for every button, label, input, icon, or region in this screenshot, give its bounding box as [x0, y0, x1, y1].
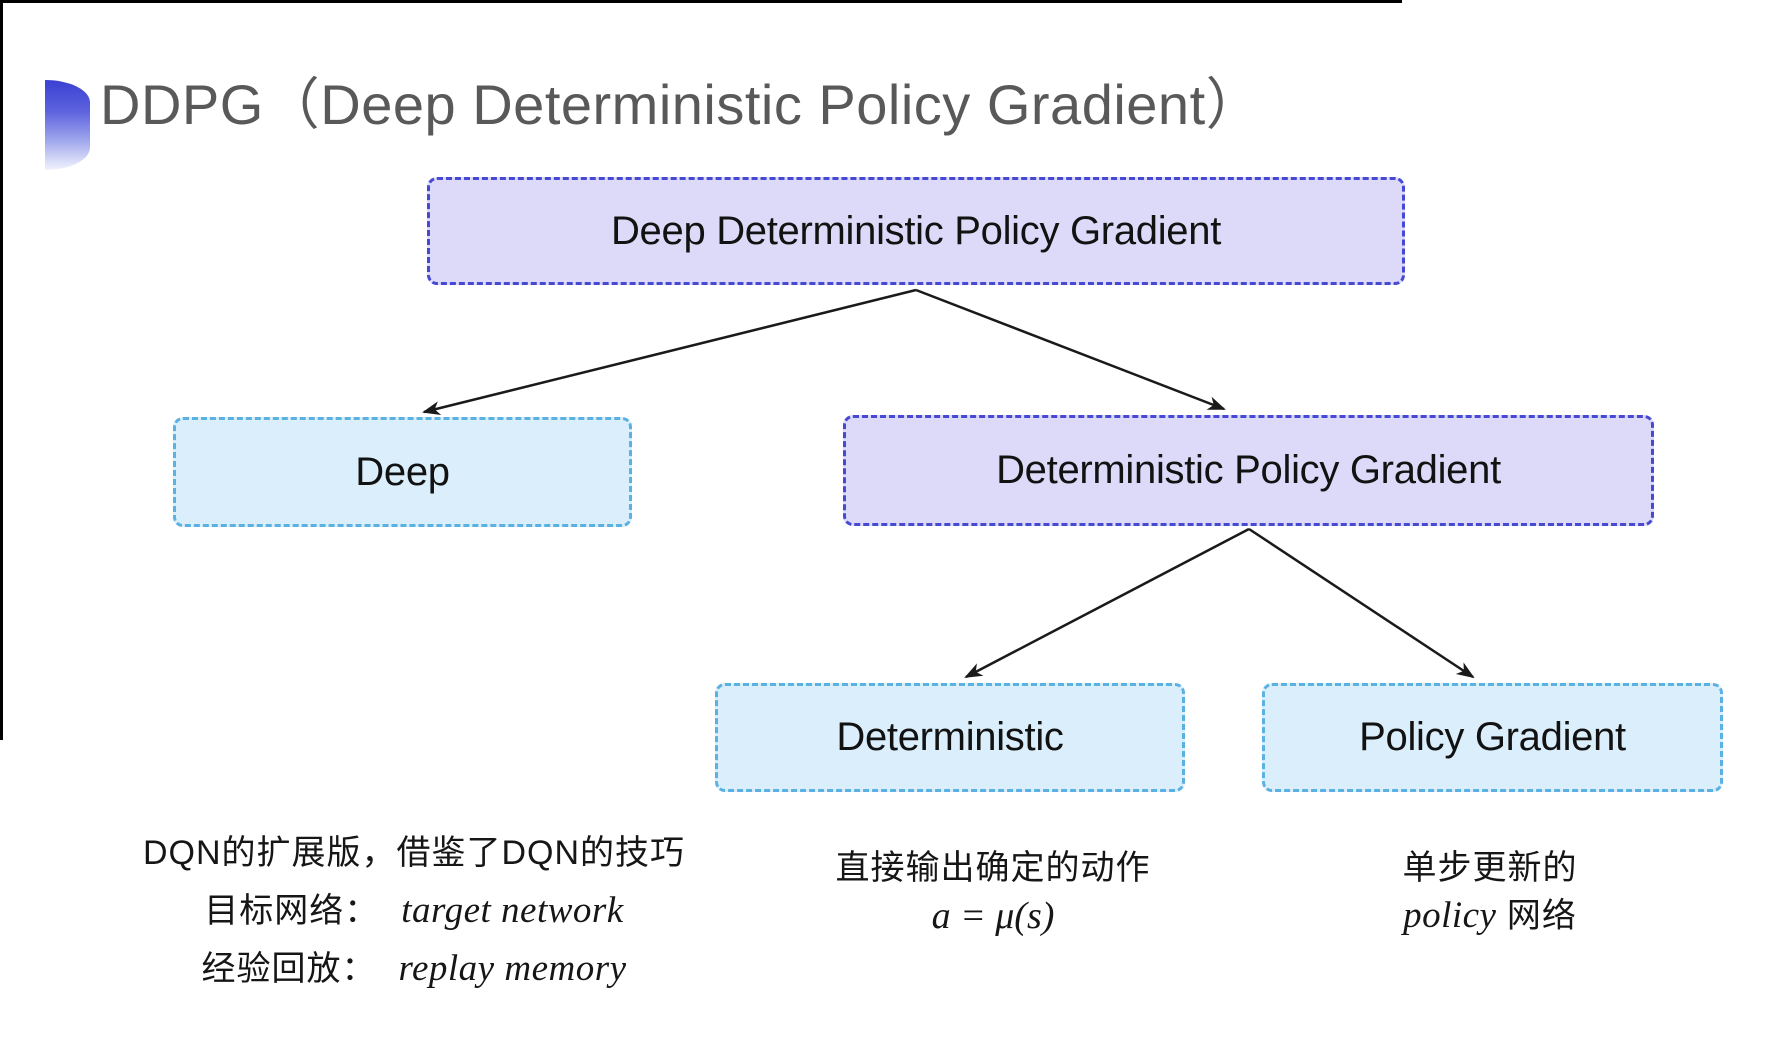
node-label: Deterministic	[836, 715, 1064, 759]
node-deterministic: Deterministic	[715, 683, 1185, 792]
annotation-line: 直接输出确定的动作	[793, 844, 1193, 892]
annotation-line: 经验回放： replay memory	[124, 940, 704, 998]
window-left-border	[0, 0, 3, 740]
annotation-policy-gradient: 单步更新的 policy 网络	[1310, 844, 1670, 940]
window-top-border	[0, 0, 1402, 3]
annotation-text: 单步更新的	[1402, 849, 1578, 887]
node-deep-deterministic-policy-gradient: Deep Deterministic Policy Gradient	[427, 177, 1405, 285]
node-label: Deterministic Policy Gradient	[996, 448, 1501, 492]
annotation-term: policy	[1403, 895, 1497, 936]
annotation-label: 经验回放：	[201, 950, 377, 988]
annotation-label: 目标网络：	[204, 892, 380, 930]
annotation-line: 单步更新的	[1310, 844, 1670, 892]
node-deep: Deep	[173, 417, 632, 527]
title-bullet-icon	[45, 80, 90, 170]
node-label: Policy Gradient	[1359, 715, 1626, 759]
edge-dpg-deterministic	[964, 527, 1250, 679]
node-label: Deep	[355, 449, 450, 494]
edge-root-deep	[422, 288, 917, 415]
annotation-text: 网络	[1496, 897, 1577, 935]
annotation-text: 直接输出确定的动作	[835, 849, 1151, 887]
node-deterministic-policy-gradient: Deterministic Policy Gradient	[843, 415, 1654, 526]
edge-root-dpg	[915, 288, 1226, 411]
page-title: DDPG（Deep Deterministic Policy Gradient）	[100, 73, 1263, 136]
annotation-deep: DQN的扩展版，借鉴了DQN的技巧 目标网络： target network 经验…	[124, 824, 704, 998]
annotation-line: 目标网络： target network	[124, 882, 704, 940]
annotation-term: target network	[401, 890, 624, 931]
node-label: Deep Deterministic Policy Gradient	[610, 208, 1222, 253]
annotation-term: replay memory	[398, 948, 627, 989]
node-policy-gradient: Policy Gradient	[1262, 683, 1723, 792]
annotation-formula: a = μ(s)	[931, 895, 1055, 937]
edge-dpg-policy-gradient	[1248, 527, 1475, 679]
annotation-line: a = μ(s)	[793, 892, 1193, 941]
annotation-line: DQN的扩展版，借鉴了DQN的技巧	[124, 824, 704, 882]
annotation-text: DQN的扩展版，借鉴了DQN的技巧	[142, 834, 686, 872]
annotation-line: policy 网络	[1310, 892, 1670, 940]
annotation-deterministic: 直接输出确定的动作 a = μ(s)	[793, 844, 1193, 941]
